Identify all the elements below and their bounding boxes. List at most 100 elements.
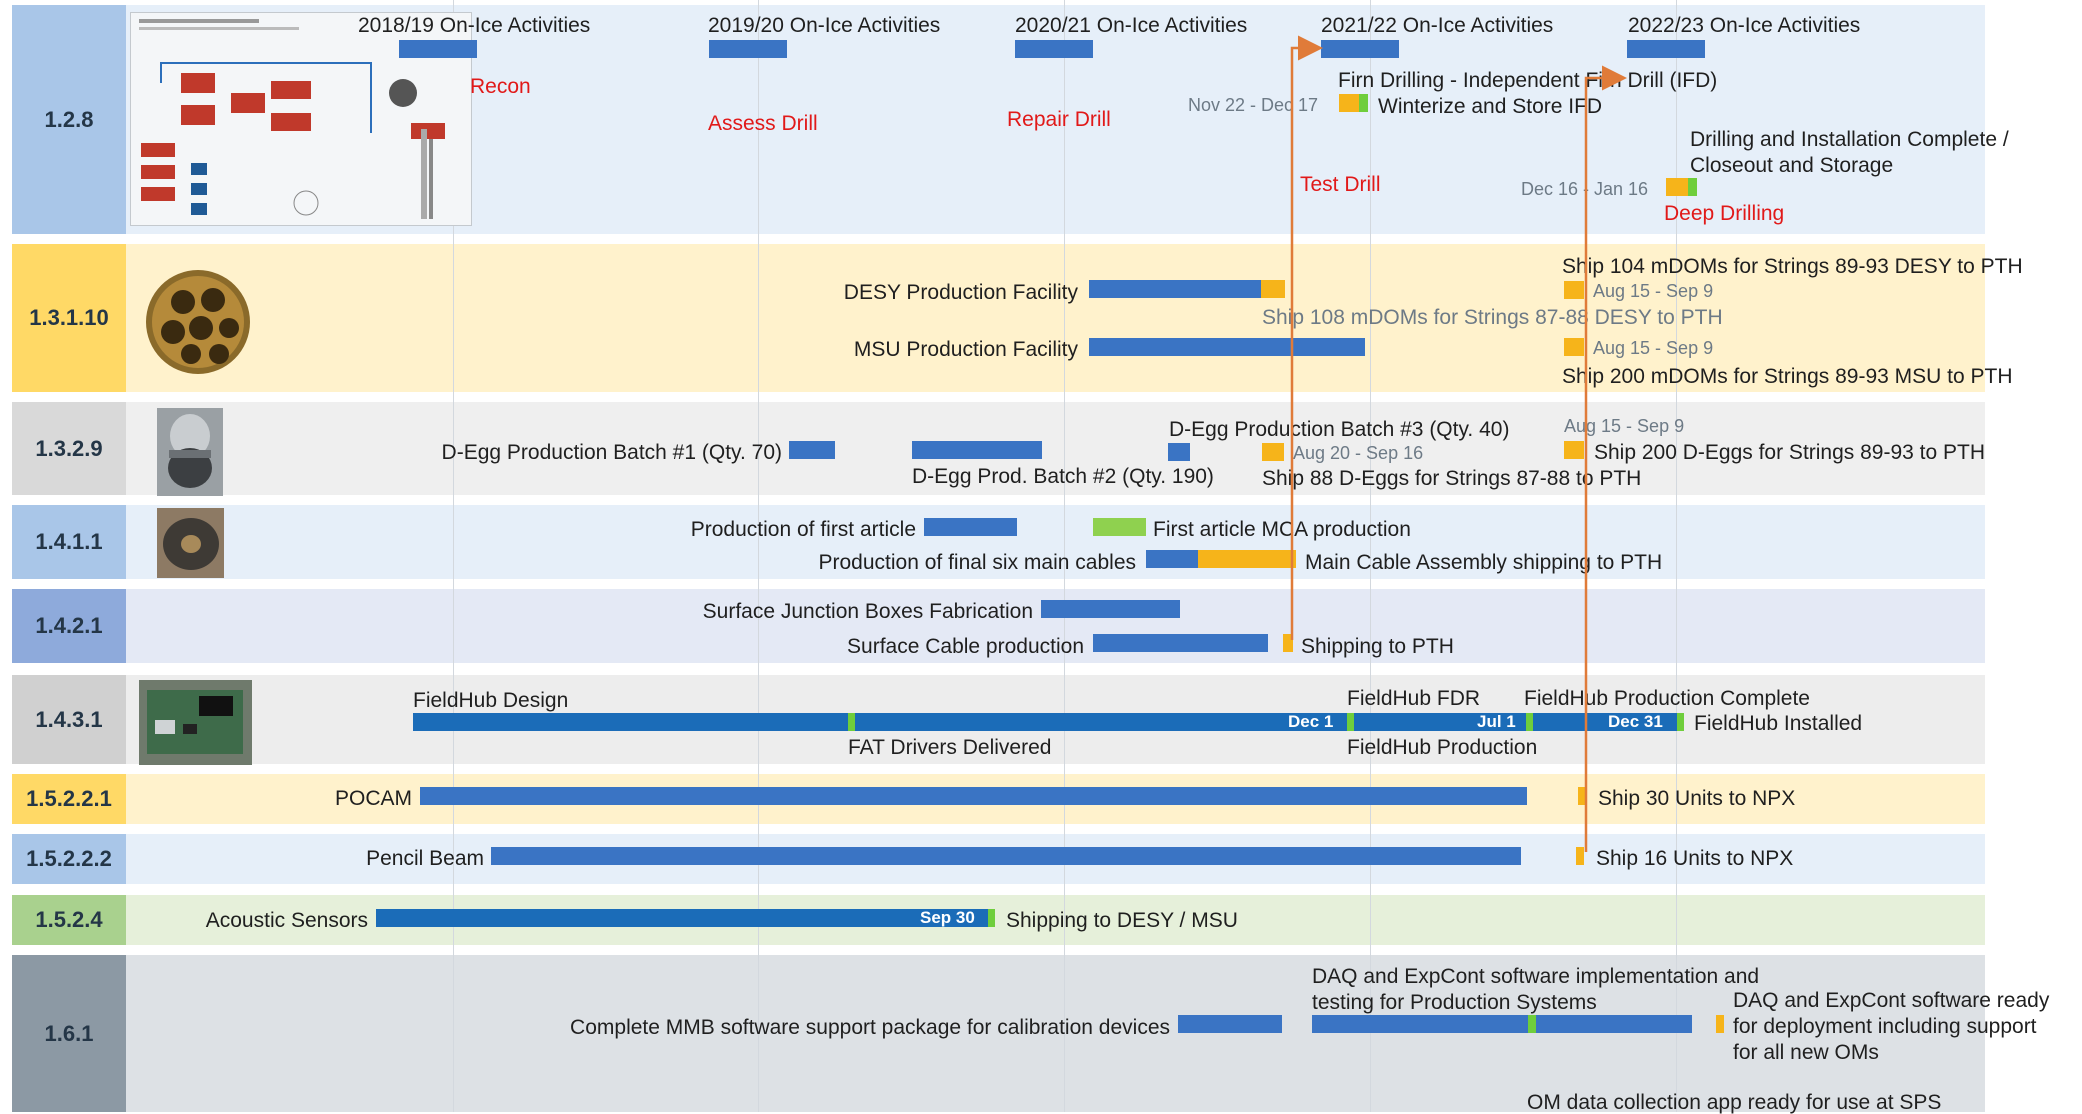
degg-batch3-label: D-Egg Production Batch #3 (Qty. 40)	[1169, 418, 1510, 441]
main-cable-ship-bar	[1198, 550, 1296, 568]
first-article-bar	[924, 518, 1017, 536]
sjb-bar	[1041, 600, 1180, 618]
fat-drivers-marker	[848, 713, 855, 731]
row-label: 1.4.1.1	[12, 505, 126, 579]
row-band-1-4-1-1	[110, 505, 1985, 579]
row-label: 1.5.2.2.2	[12, 834, 126, 884]
acoustic-ship-marker	[988, 909, 995, 927]
ship-108-label: Ship 108 mDOMs for Strings 87-88 DESY to…	[1262, 306, 1723, 329]
pencil-beam-bar	[491, 847, 1521, 865]
final-cables-bar	[1146, 550, 1198, 568]
fieldhub-design-label: FieldHub Design	[413, 689, 569, 712]
year-header-2022-23: 2022/23 On-Ice Activities	[1628, 14, 1861, 37]
d-egg-image	[157, 408, 223, 496]
production-complete-marker	[1526, 713, 1533, 731]
year-activity-bar	[1015, 40, 1093, 58]
assess-drill-label: Assess Drill	[708, 112, 818, 135]
deep-drilling-milestone-bar	[1666, 178, 1688, 196]
firn-milestone-bar	[1339, 94, 1359, 112]
acoustic-ship-label: Shipping to DESY / MSU	[1006, 909, 1238, 932]
surface-cable-bar	[1093, 634, 1268, 652]
daq-marker	[1528, 1015, 1536, 1033]
fieldhub-design-bar	[413, 713, 1347, 731]
om-app-label: OM data collection app ready for use at …	[1527, 1091, 1942, 1114]
degg-batch2-bar	[912, 441, 1042, 459]
desy-facility-label: DESY Production Facility	[843, 281, 1078, 304]
ship-200-date-label: Aug 15 - Sep 9	[1593, 338, 1714, 358]
deep-drilling-date-label: Dec 16 - Jan 16	[1521, 179, 1649, 199]
year-header-2021-22: 2021/22 On-Ice Activities	[1321, 14, 1554, 37]
firn-date-label: Nov 22 - Dec 17	[1188, 95, 1319, 115]
degg-batch1-bar	[789, 441, 835, 459]
year-header-2020-21: 2020/21 On-Ice Activities	[1015, 14, 1248, 37]
degg-batch3-bar	[1168, 443, 1190, 461]
sep30-label: Sep 30	[920, 908, 975, 927]
year-gridline	[1064, 0, 1065, 1112]
row-band-1-3-1-10	[110, 244, 1985, 392]
mmb-label: Complete MMB software support package fo…	[570, 1016, 1170, 1039]
fieldhub-installed-label: FieldHub Installed	[1694, 712, 1863, 735]
firn-winterize-bar	[1359, 94, 1368, 112]
degg-batch1-label: D-Egg Production Batch #1 (Qty. 70)	[441, 441, 782, 464]
year-gridline	[758, 0, 759, 1112]
jul1-label: Jul 1	[1477, 712, 1516, 731]
year-activity-bar	[709, 40, 787, 58]
ship-200-mdom-label: Ship 200 mDOMs for Strings 89-93 MSU to …	[1562, 365, 2013, 388]
row-band-1-6-1	[110, 955, 1985, 1112]
pencil-beam-label: Pencil Beam	[366, 847, 484, 870]
acoustic-bar	[376, 909, 988, 927]
installed-marker	[1677, 713, 1684, 731]
row-label: 1.2.8	[12, 5, 126, 234]
year-activity-bar	[1627, 40, 1705, 58]
year-gridline	[1370, 0, 1371, 1112]
fieldhub-production-label: FieldHub Production	[1347, 736, 1538, 759]
dec31-label: Dec 31	[1608, 712, 1663, 731]
main-cable-ship-label: Main Cable Assembly shipping to PTH	[1305, 551, 1663, 574]
year-gridline	[453, 0, 454, 1112]
fdr-marker	[1347, 713, 1354, 731]
row-label: 1.6.1	[12, 955, 126, 1112]
degg-ship88-label: Ship 88 D-Eggs for Strings 87-88 to PTH	[1262, 467, 1642, 490]
row-label: 1.5.2.4	[12, 895, 126, 945]
deep-drilling-arrow	[1584, 65, 1627, 852]
fieldhub-complete-label: FieldHub Production Complete	[1524, 687, 1810, 710]
row-band-1-3-2-9	[110, 402, 1985, 495]
daq-label-2: testing for Production Systems	[1312, 991, 1597, 1014]
degg-ship200-date-label: Aug 15 - Sep 9	[1564, 416, 1685, 436]
surface-cable-label: Surface Cable production	[847, 635, 1084, 658]
pocam-bar	[420, 787, 1527, 805]
sjb-label: Surface Junction Boxes Fabrication	[702, 600, 1033, 623]
final-cables-label: Production of final six main cables	[818, 551, 1137, 574]
deep-drilling-label: Deep Drilling	[1664, 202, 1785, 225]
acoustic-label: Acoustic Sensors	[205, 909, 368, 932]
degg-ship88-milestone-bar	[1262, 443, 1284, 461]
daq-bar-2	[1536, 1015, 1692, 1033]
pocam-label: POCAM	[334, 787, 412, 810]
dec1-label: Dec 1	[1288, 712, 1334, 731]
pocam-ship-milestone-bar	[1578, 787, 1586, 805]
first-article-mca-bar	[1093, 518, 1146, 536]
daq-ready-label-1: DAQ and ExpCont software ready	[1733, 989, 2050, 1012]
daq-bar	[1312, 1015, 1528, 1033]
row-label: 1.4.3.1	[12, 675, 126, 764]
msu-production-bar	[1089, 338, 1365, 356]
fat-drivers-label: FAT Drivers Delivered	[848, 736, 1052, 759]
degg-ship200-label: Ship 200 D-Eggs for Strings 89-93 to PTH	[1594, 441, 1986, 464]
degg-batch2-label: D-Egg Prod. Batch #2 (Qty. 190)	[912, 465, 1214, 488]
ship-104-label: Ship 104 mDOMs for Strings 89-93 DESY to…	[1562, 255, 2023, 278]
test-drill-arrow	[1290, 35, 1323, 640]
surface-ship-label: Shipping to PTH	[1301, 635, 1454, 658]
ship-200-milestone-bar	[1564, 338, 1584, 356]
year-activity-bar	[399, 40, 477, 58]
drill-schematic-drawing	[139, 19, 445, 219]
year-activity-bar	[1321, 40, 1399, 58]
fieldhub-install-bar	[1533, 713, 1677, 731]
fieldhub-production-bar	[1354, 713, 1526, 731]
winterize-label: Winterize and Store IFD	[1378, 95, 1603, 118]
ship-104-milestone-bar	[1564, 281, 1584, 299]
ship-104-date-label: Aug 15 - Sep 9	[1593, 281, 1714, 301]
row-label: 1.5.2.2.1	[12, 774, 126, 824]
row-label: 1.4.2.1	[12, 589, 126, 663]
drilling-complete-label-1: Drilling and Installation Complete /	[1690, 128, 2009, 151]
deep-drilling-complete-bar	[1688, 178, 1697, 196]
